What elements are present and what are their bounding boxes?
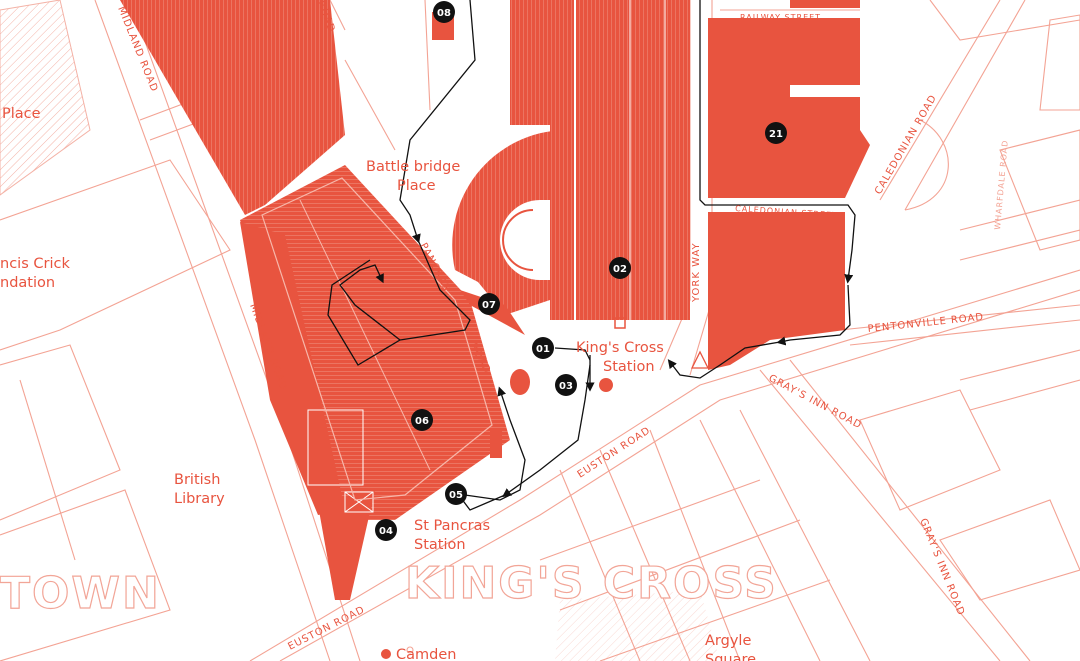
marker-01-label: 01: [536, 344, 550, 355]
marker-05[interactable]: 05: [445, 483, 467, 505]
marker-05-label: 05: [449, 490, 463, 501]
place-label-battlebridge-2: Place: [397, 178, 436, 194]
marker-08-badge[interactable]: [433, 1, 455, 23]
marker-05-badge[interactable]: [445, 483, 467, 505]
place-label-st-pancras-station-1: St Pancras: [414, 518, 490, 534]
marker-08[interactable]: 08: [433, 1, 455, 23]
building-st-pancras-west: [240, 222, 345, 515]
marker-21-badge[interactable]: [765, 122, 787, 144]
road-label-grays-inn-road: GRAY'S INN ROAD: [767, 373, 864, 432]
marker-06-label: 06: [415, 416, 429, 427]
place-label-british-library-2: Library: [174, 491, 225, 507]
road-label-wharfdale-road: WHARFDALE ROAD: [993, 139, 1010, 230]
building-east-block: [708, 212, 845, 370]
place-label-argyle-1: Argyle: [705, 633, 751, 649]
marker-07-badge[interactable]: [478, 293, 500, 315]
marker-08-label: 08: [437, 8, 451, 19]
marker-01-badge[interactable]: [532, 337, 554, 359]
district-label-kings-cross: KING'S CROSS: [405, 558, 778, 609]
marker-04[interactable]: 04: [375, 519, 397, 541]
buildings: [120, 0, 870, 659]
marker-06[interactable]: 06: [411, 409, 433, 431]
place-label-kings-cross-station-1: King's Cross: [576, 340, 664, 356]
marker-04-label: 04: [379, 526, 393, 537]
marker-07-label: 07: [482, 300, 496, 311]
place-label-battlebridge-1: Battle bridge: [366, 159, 460, 175]
road-label-york-way: YORK WAY: [691, 242, 702, 303]
building-st-pancras-hotel: [318, 490, 375, 600]
marker-01[interactable]: 01: [532, 337, 554, 359]
building-train-shed-north: [120, 0, 345, 215]
place-label-argyle-2: Square: [705, 652, 756, 661]
marker-06-badge[interactable]: [411, 409, 433, 431]
road-label-railway-street: RAILWAY STREET: [740, 13, 821, 22]
road-label-grays-inn-road-2: GRAY'S INN ROAD: [917, 517, 966, 618]
place-label-crick-1: ncis Crick: [0, 256, 70, 272]
place-label-st-pancras-station-2: Station: [414, 537, 466, 553]
marker-07[interactable]: 07: [478, 293, 500, 315]
road-label-pentonville-road: PENTONVILLE ROAD: [867, 312, 984, 335]
building-kings-cross-shed: [550, 0, 690, 320]
marker-02-label: 02: [613, 264, 627, 275]
place-label-place: Place: [2, 106, 41, 122]
place-label-kings-cross-station-2: Station: [603, 359, 655, 375]
marker-04-badge[interactable]: [375, 519, 397, 541]
marker-03-badge[interactable]: [555, 374, 577, 396]
marker-03[interactable]: 03: [555, 374, 577, 396]
marker-02[interactable]: 02: [609, 257, 631, 279]
marker-03-label: 03: [559, 381, 573, 392]
marker-21[interactable]: 21: [765, 122, 787, 144]
place-label-british-library-1: British: [174, 472, 220, 488]
place-label-crick-2: ndation: [0, 275, 55, 291]
marker-21-label: 21: [769, 129, 783, 140]
hatched-areas: [0, 0, 720, 661]
marker-02-badge[interactable]: [609, 257, 631, 279]
place-label-camden: Camden: [396, 647, 456, 661]
building-21: [708, 18, 870, 198]
road-label-caledonian-road: CALEDONIAN ROAD: [873, 93, 939, 197]
district-label-town: TOWN: [0, 568, 161, 619]
road-label-euston-road: EUSTON ROAD: [576, 425, 653, 480]
place-labels: Place ncis Crick ndation Battle bridge P…: [0, 106, 756, 661]
